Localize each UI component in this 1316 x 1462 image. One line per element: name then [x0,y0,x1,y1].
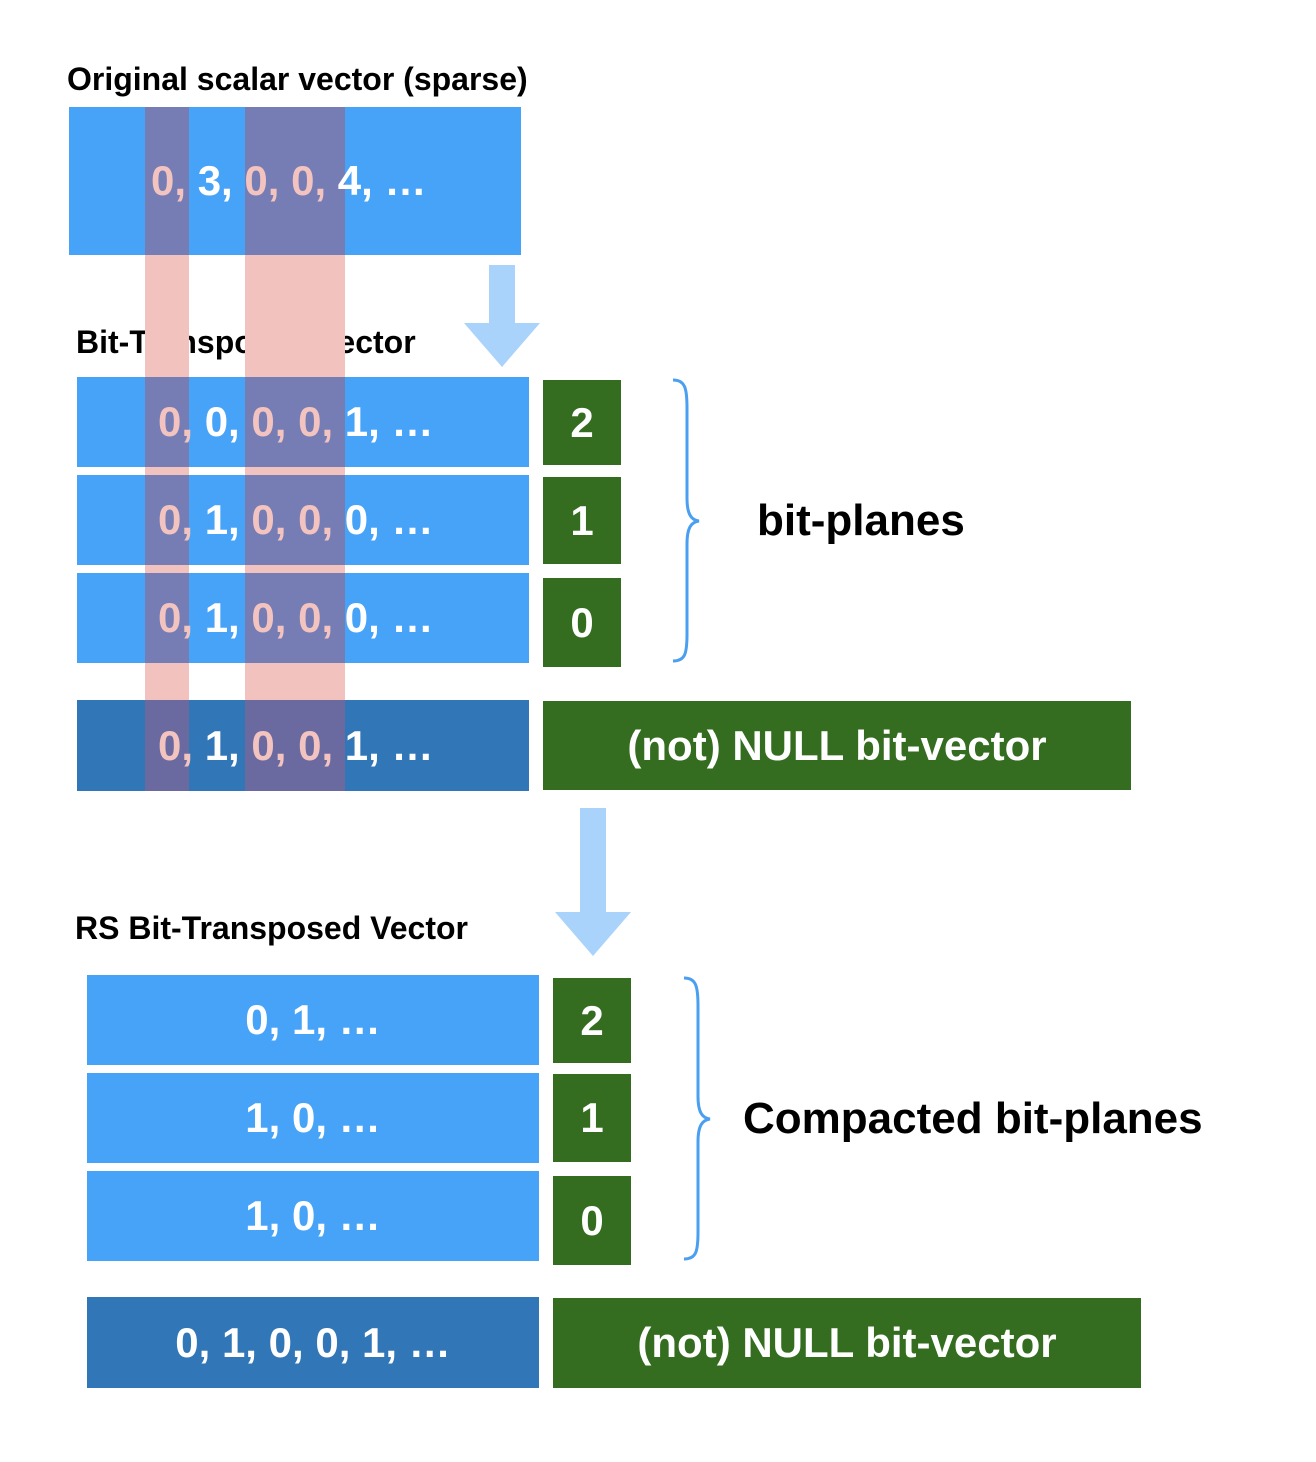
bit-plane-label-2: 2 [543,380,621,465]
bit-plane-row-2: 0, 0, 0, 0, 1, … [77,377,529,467]
rs-label-2: 2 [553,978,631,1063]
compacted-brace-icon [683,976,711,1261]
rs-row-0: 1, 0, … [87,1171,539,1261]
rs-label-1: 1 [553,1074,631,1162]
null-row: 0, 1, 0, 0, 1, … [77,700,529,791]
rs-row-1: 1, 0, … [87,1073,539,1163]
compacted-bit-planes-label: Compacted bit-planes [743,1094,1203,1143]
rs-row-2: 0, 1, … [87,975,539,1065]
rs-label-0: 0 [553,1176,631,1265]
rs-null-row: 0, 1, 0, 0, 1, … [87,1297,539,1388]
bit-plane-label-1: 1 [543,477,621,564]
bit-planes-brace-icon [672,378,700,663]
bit-planes-label: bit-planes [757,496,965,545]
original-title: Original scalar vector (sparse) [67,61,528,97]
rs-null-bit-vector-label: (not) NULL bit-vector [553,1298,1141,1388]
bit-plane-row-0: 0, 1, 0, 0, 0, … [77,573,529,663]
bit-transposed-title: Bit-Transposed Vector [76,324,416,360]
original-vector-box: 0, 3, 0, 0, 4, … [69,107,521,255]
rs-title: RS Bit-Transposed Vector [75,910,468,946]
down-arrow-icon [464,265,540,367]
null-bit-vector-label: (not) NULL bit-vector [543,701,1131,790]
bit-plane-row-1: 0, 1, 0, 0, 0, … [77,475,529,565]
bit-plane-label-0: 0 [543,578,621,667]
down-arrow-icon [555,808,631,956]
